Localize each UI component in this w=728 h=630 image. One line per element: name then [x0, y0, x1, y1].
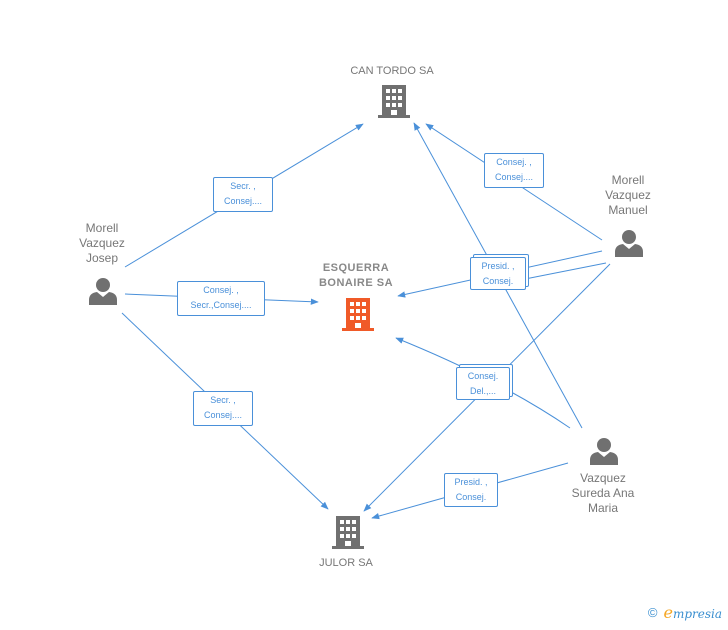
person-icon[interactable]	[614, 229, 644, 257]
edge-role-line1: Presid. ,	[481, 261, 515, 271]
person-icon[interactable]	[88, 277, 118, 305]
manuel-line2: Vazquez	[605, 188, 651, 202]
edge-role-line2: Consej.	[482, 276, 514, 286]
building-icon[interactable]	[378, 83, 410, 119]
person-label-josep[interactable]: Morell Vazquez Josep	[60, 221, 144, 266]
manuel-line3: Manuel	[608, 203, 648, 217]
edge-role-line2: Consej....	[223, 196, 263, 206]
edge-label-josep-julor[interactable]: Secr. , Consej....	[193, 391, 253, 426]
edge-role-line1: Consej.	[467, 371, 499, 381]
empresia-logo-text: mpresia	[672, 607, 722, 621]
person-icon[interactable]	[589, 437, 619, 465]
ana-line1: Vazquez	[580, 471, 626, 485]
copyright-icon: ©	[647, 605, 658, 620]
ana-line2: Sureda Ana	[571, 486, 635, 500]
edge-role-line2: Secr.,Consej....	[190, 300, 252, 310]
edge-role-line2: Consej.	[455, 492, 487, 502]
company-label-julor[interactable]: JULOR SA	[319, 557, 373, 569]
edge-label-manuel-cantordo[interactable]: Consej. , Consej....	[484, 153, 544, 188]
manuel-line1: Morell	[611, 173, 645, 187]
building-focus-icon[interactable]	[342, 296, 374, 332]
edge-label-ana-esquerra[interactable]: Consej. Del.,...	[456, 367, 510, 400]
company-label-can-tordo[interactable]: CAN TORDO SA	[350, 65, 434, 77]
edge-role-line1: Consej. ,	[496, 157, 532, 167]
building-icon[interactable]	[332, 514, 364, 550]
edge-role-line1: Consej. ,	[203, 285, 239, 295]
footer-brand: © empresia	[648, 603, 722, 622]
person-label-ana-maria[interactable]: Vazquez Sureda Ana Maria	[558, 471, 648, 516]
josep-line2: Vazquez	[79, 236, 125, 250]
empresia-logo-initial: e	[663, 603, 673, 622]
edge-label-josep-esquerra[interactable]: Consej. , Secr.,Consej....	[177, 281, 265, 316]
josep-line3: Josep	[85, 251, 119, 265]
edge-role-line2: Del.,...	[469, 386, 496, 396]
edge-label-ana-julor[interactable]: Presid. , Consej.	[444, 473, 498, 507]
edge-role-line1: Secr. ,	[210, 395, 236, 405]
edge-manuel-esquerra-2	[519, 262, 607, 281]
edge-role-line2: Consej....	[203, 410, 243, 420]
empresia-logo: empresia	[663, 603, 722, 622]
esquerra-label-line2: BONAIRE SA	[318, 277, 394, 289]
company-label-esquerra-bonaire[interactable]: ESQUERRA BONAIRE SA	[300, 261, 412, 291]
edge-role-line1: Presid. ,	[454, 477, 488, 487]
edge-role-line2: Consej....	[494, 172, 534, 182]
person-label-manuel[interactable]: Morell Vazquez Manuel	[586, 173, 670, 218]
josep-line1: Morell	[85, 221, 119, 235]
edge-label-josep-cantordo[interactable]: Secr. , Consej....	[213, 177, 273, 212]
ana-line3: Maria	[587, 501, 618, 515]
edge-label-manuel-esquerra[interactable]: Presid. , Consej.	[470, 257, 526, 290]
edge-role-line1: Secr. ,	[230, 181, 256, 191]
esquerra-label-line1: ESQUERRA	[322, 262, 390, 274]
